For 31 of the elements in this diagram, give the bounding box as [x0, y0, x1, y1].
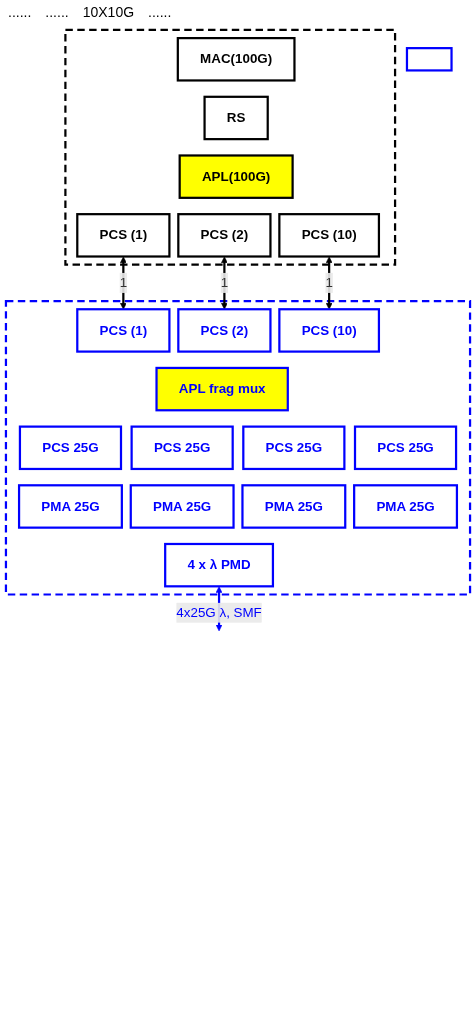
node-box: PMA 25G [353, 484, 459, 529]
node-box: PCS (1) [76, 308, 171, 353]
cluster [64, 28, 397, 266]
node-box: PCS (2) [177, 308, 272, 353]
node-box: PCS 25G [130, 425, 234, 471]
note-text: ...... [45, 4, 69, 20]
node-box: PCS (2) [177, 213, 272, 258]
node-box: APL(100G) [178, 154, 294, 199]
node-box: PCS (10) [278, 308, 381, 353]
edge-label: 1 [119, 275, 128, 290]
node-box: PMA 25G [241, 484, 347, 529]
edge-label: 4x25G λ, SMF [176, 604, 262, 620]
node-box: PCS 25G [18, 425, 123, 471]
node-box: PCS (1) [76, 213, 171, 258]
arrow [325, 256, 333, 310]
edge-label: 1 [325, 275, 333, 290]
node-box: PMA 25G [17, 484, 123, 529]
node-box: PCS (10) [278, 213, 381, 258]
node-box: PCS 25G [242, 425, 346, 471]
note-text: 10X10G [82, 4, 135, 20]
note-text: ...... [8, 4, 32, 20]
node-box [405, 47, 453, 72]
cluster [4, 299, 472, 596]
node-box: PMA 25G [129, 484, 235, 529]
edge-label: 1 [220, 275, 229, 290]
node-box: MAC(100G) [176, 37, 296, 82]
note-text: ...... [148, 4, 172, 20]
node-box: RS [203, 95, 269, 141]
node-box: 4 x λ PMD [164, 542, 275, 588]
node-box: APL frag mux [155, 366, 289, 412]
node-box: PCS 25G [353, 425, 458, 471]
